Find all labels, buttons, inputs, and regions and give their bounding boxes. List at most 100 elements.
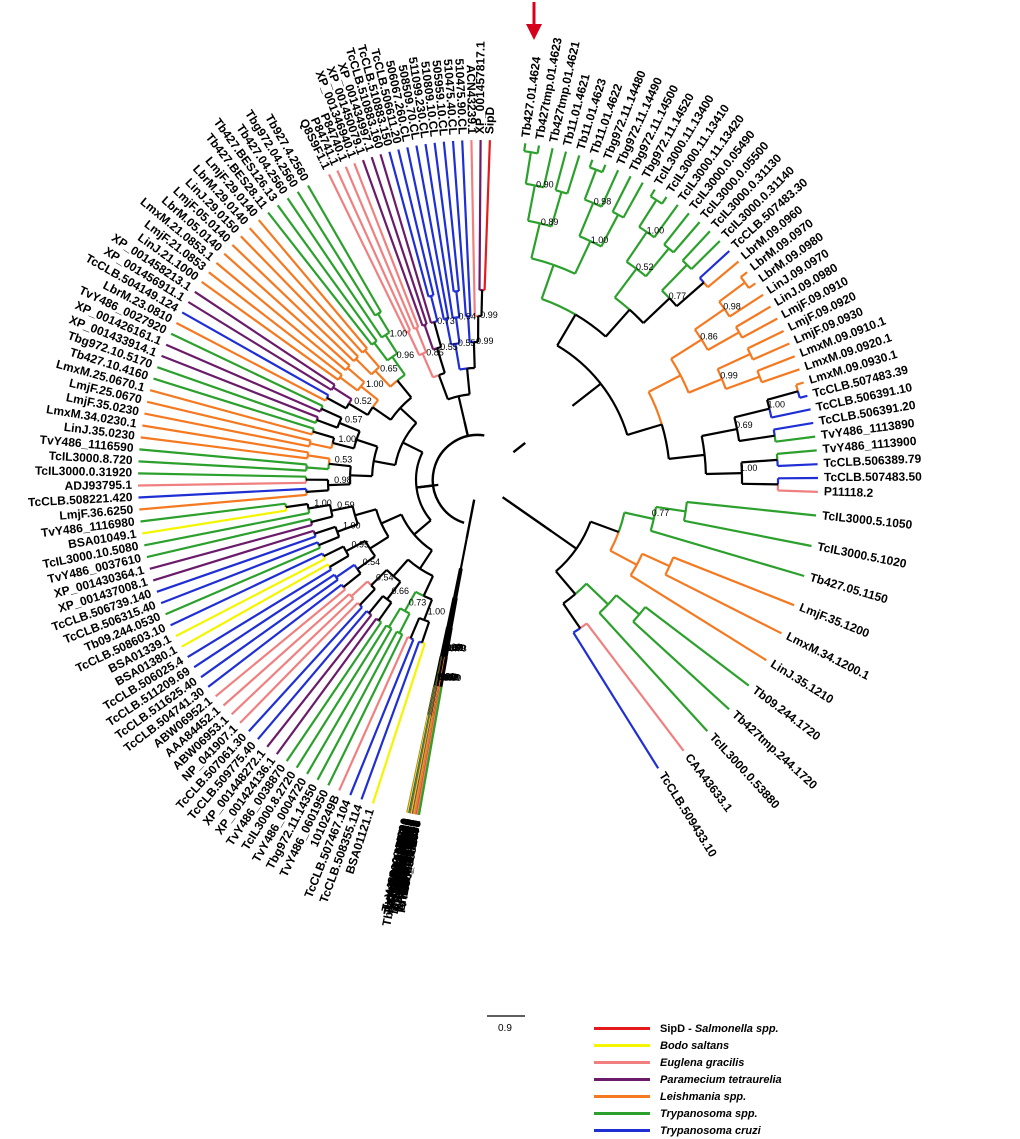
tree-branch [602,165,605,172]
tree-arc [681,375,689,392]
tree-arc [389,627,392,629]
tree-branch [665,575,781,634]
tree-branch [606,310,630,337]
tree-branch [800,396,808,398]
bootstrap-value: 0.98 [334,475,352,485]
tree-branch [776,437,816,442]
tree-branch [461,539,467,569]
tree-arc [526,184,535,186]
tree-branch [372,157,427,324]
tree-arc [615,298,630,310]
tree-branch [563,604,580,629]
legend-label: Euglena gracilis [660,1057,744,1069]
tree-branch [467,369,470,395]
tree-branch [209,272,342,375]
tree-arc [416,592,424,596]
tree-branch [141,504,286,522]
bootstrap-value: 1.00 [390,328,408,338]
tree-arc [722,379,726,389]
tree-arc [639,607,645,614]
tree-branch [425,325,434,350]
legend-swatch [594,1112,650,1115]
legend-item: Euglena gracilis [594,1054,894,1071]
tree-arc [649,392,662,425]
tree-branch [742,484,778,485]
bootstrap-value: 0.90 [536,179,554,189]
tree-arc [467,368,475,369]
tree-branch [749,283,756,288]
tree-branch [311,517,332,522]
tree-arc [417,488,431,521]
tree-branch [420,550,432,568]
bootstrap-value: 1.00 [339,434,357,444]
tree-branch [651,531,805,576]
tree-branch [306,490,328,492]
scale-bar: 0.9 [487,1016,525,1034]
tree-branch [480,140,481,290]
legend-label: Bodo saltans [660,1040,729,1052]
tree-branch [351,581,367,596]
tree-branch [319,537,339,545]
tree-branch [147,519,311,557]
tree-arc [448,396,459,399]
tree-arc [739,332,742,337]
leaf-label: TcIL3000.5.1020 [816,540,908,571]
tree-arc [665,566,669,575]
legend-label-name: Trypanosoma spp. [660,1108,758,1120]
tree-arc [325,398,327,401]
tree-arc [401,515,414,535]
tree-branch [627,232,647,262]
tree-branch [542,265,554,299]
bootstrap-value: 0.99 [720,371,738,381]
leaf-label: TcCLB.507483.50 [824,470,922,485]
tree-branch [287,622,382,761]
tree-branch [202,282,339,380]
tree-branch [307,468,329,470]
tree-branch [414,520,431,534]
tree-branch [403,443,423,453]
tree-branch [459,396,465,421]
tree-branch [687,502,816,516]
tree-branch [138,483,306,486]
tree-branch [343,573,360,587]
leaf-labels: SipDXP_001457817.1ACN43239.1510475.90.CL… [28,36,922,927]
tree-branch [771,409,810,417]
tree-branch [526,152,531,184]
legend-item: Leishmania spp. [594,1088,894,1105]
tree-branch [639,200,656,227]
tree-branch [579,203,593,236]
tree-arc [422,643,425,644]
bootstrap-value: 0.54 [376,573,394,583]
tree-branch [393,560,408,577]
tree-arc [576,522,590,549]
tree-branch [360,589,375,605]
bootstrap-value: 1.00 [647,225,665,235]
bootstrap-labels: 0.990.990.940.550.730.550.850.900.890.98… [314,179,785,682]
tree-arc [554,265,576,274]
tree-branch [796,383,804,385]
leaf-label: TcIL3000.5.1050 [821,508,913,531]
legend-label-name: Leishmania spp. [660,1091,746,1103]
tree-branch [397,381,411,398]
tree-branch [585,170,596,200]
bootstrap-value: 0.55 [458,338,476,348]
tree-branch [774,423,814,430]
tree-branch [748,331,784,349]
tree-branch [337,171,410,331]
tree-branch [610,551,637,565]
tree-branch [642,554,669,566]
tree-arc [557,346,601,384]
tree-branch [310,443,332,448]
legend-item: Trypanosoma spp. [594,1105,894,1122]
tree-branch [370,537,389,549]
tree-arc [416,452,422,487]
tree-branch [623,183,642,218]
tree-branch [439,375,448,399]
bootstrap-value: 1.00 [314,498,332,508]
tree-branch [695,309,725,330]
tree-branch [138,473,306,476]
tree-branch [308,455,330,458]
tree-branch [590,160,593,168]
tree-branch [702,429,737,436]
tree-arc [608,595,616,604]
